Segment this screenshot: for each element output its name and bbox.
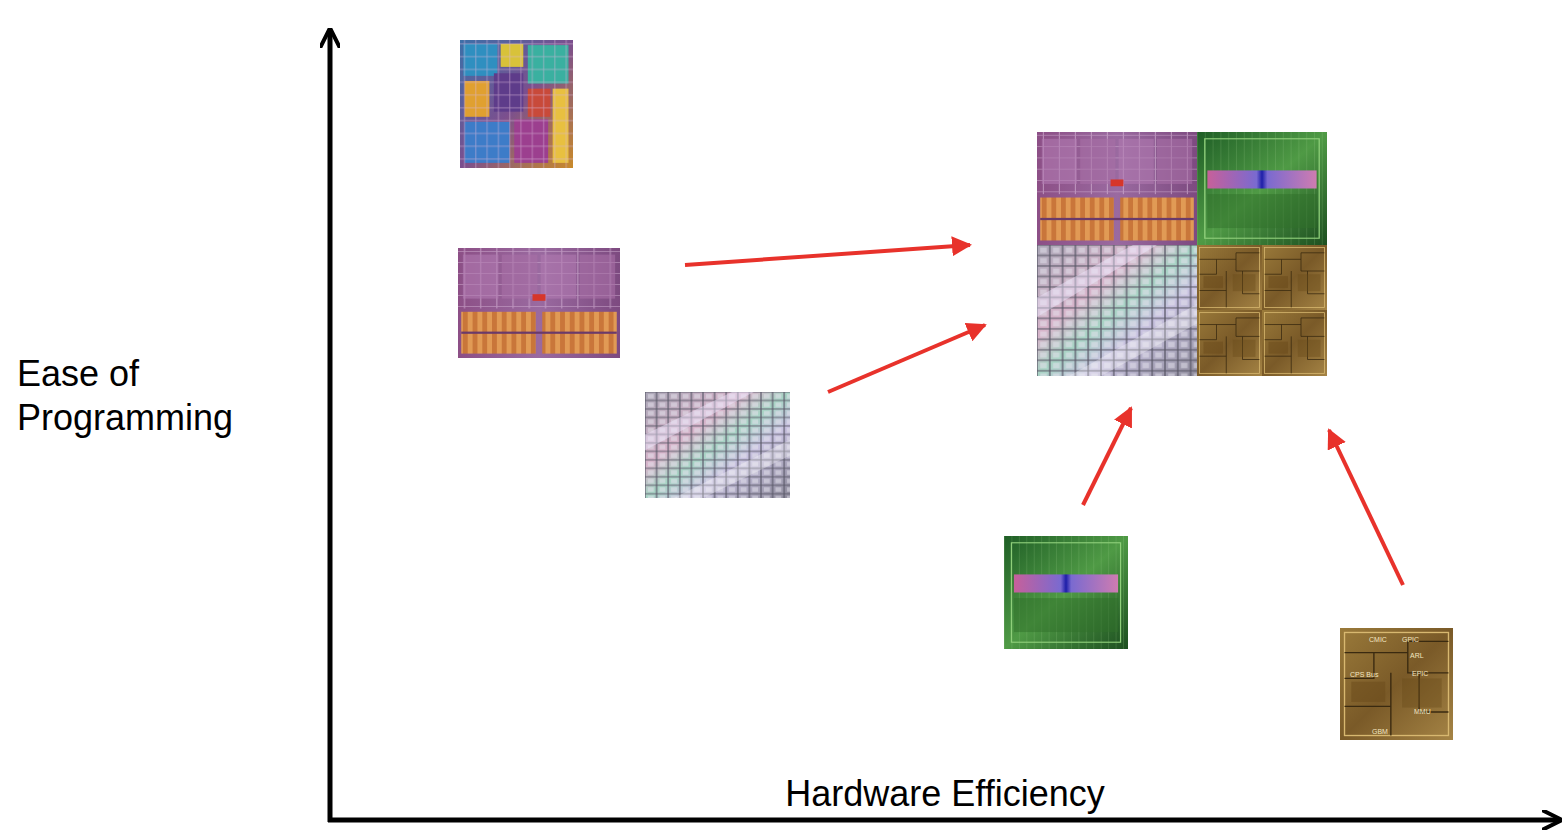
trend-arrow	[828, 325, 985, 392]
block-label: ARL	[1410, 652, 1424, 660]
axis-label: Ease of Programming	[17, 352, 267, 440]
asic-die	[1197, 245, 1262, 310]
block-label: GBM	[1372, 728, 1388, 736]
multicore-die	[458, 248, 620, 358]
block-label: EPIC	[1412, 670, 1428, 678]
block-label: MMU	[1414, 708, 1431, 716]
multicore-die	[1037, 132, 1197, 245]
asic-die	[1262, 310, 1327, 376]
gpu-die	[1004, 536, 1128, 649]
block-label: CPS Bus	[1350, 671, 1378, 679]
block-label: CMIC	[1369, 636, 1387, 644]
asic-die	[1262, 245, 1327, 310]
asic-die	[1197, 310, 1262, 376]
manycore-die	[1037, 245, 1197, 376]
x-axis	[328, 818, 1558, 823]
trend-arrow	[1329, 430, 1403, 585]
manycore-die	[645, 392, 790, 498]
trend-arrow	[685, 245, 970, 265]
cpu-die	[460, 40, 573, 168]
axis-label: Hardware Efficiency	[695, 772, 1195, 816]
trend-arrow	[1083, 408, 1131, 505]
asic-die	[1340, 628, 1453, 740]
gpu-die	[1197, 132, 1327, 245]
y-axis	[328, 32, 333, 822]
block-label: GPIC	[1402, 636, 1419, 644]
